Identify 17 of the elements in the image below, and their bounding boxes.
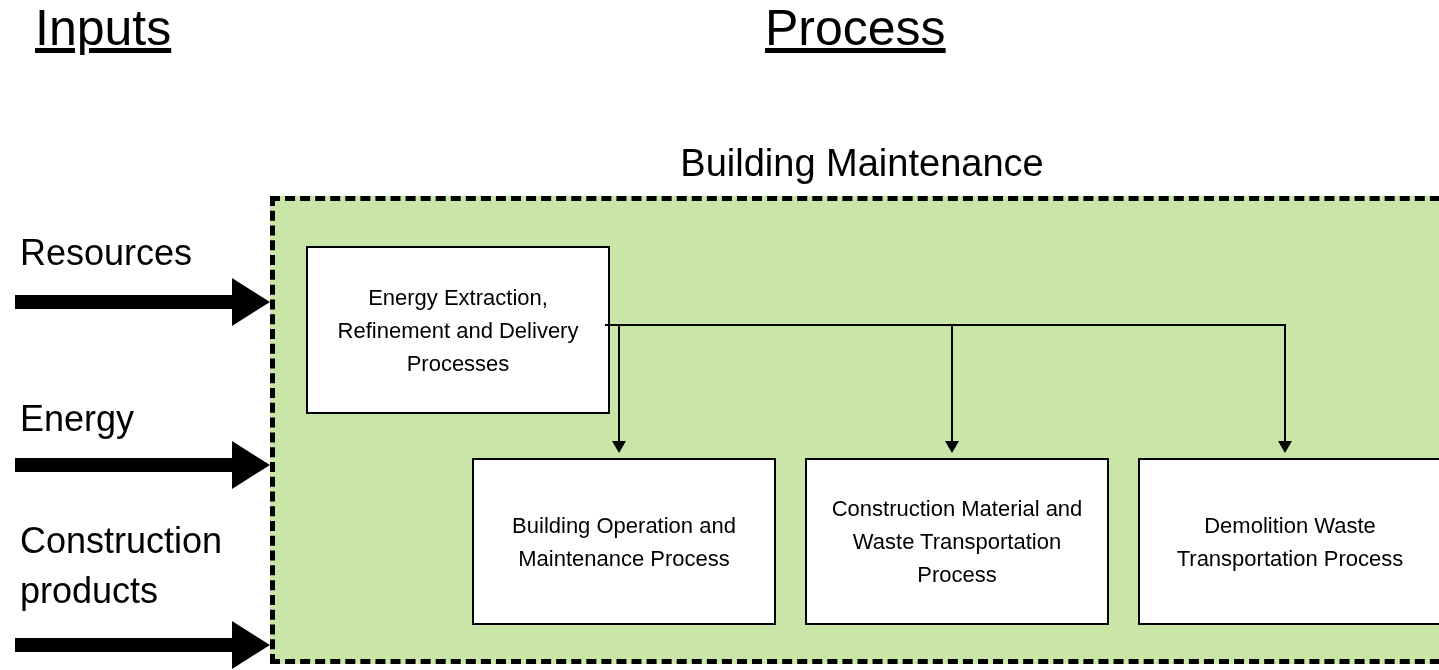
- box-label: Building Operation and Maintenance Process: [511, 511, 737, 573]
- process-box: [472, 458, 776, 625]
- edge-label: Energy: [20, 397, 136, 441]
- box-label: Energy Extraction, Refinement and Delivery Processes: [336, 283, 580, 378]
- input-arrow: [15, 441, 270, 489]
- input-arrow: [15, 621, 270, 669]
- group-heading: Building Maintenance: [679, 141, 1045, 186]
- edge-label: Resources: [20, 231, 194, 275]
- box-label: Demolition Waste Transportation Process: [1175, 511, 1405, 573]
- process-box: [306, 246, 610, 414]
- section-heading: Process: [765, 0, 946, 58]
- section-heading: Inputs: [35, 0, 172, 58]
- process-box: [1138, 458, 1439, 625]
- box-label: Construction Material and Waste Transportation Process: [830, 495, 1084, 589]
- edge-label: Construction products: [20, 519, 224, 614]
- process-box: [805, 458, 1109, 625]
- input-arrow: [15, 278, 270, 326]
